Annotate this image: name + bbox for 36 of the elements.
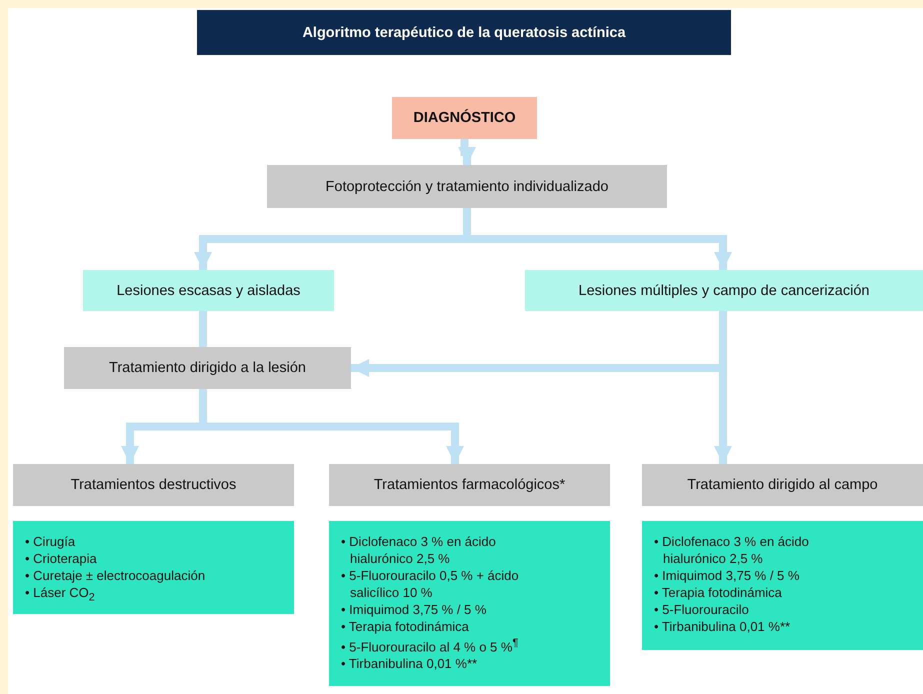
process-box	[642, 464, 923, 506]
treatment-item: • Terapia fotodinámica	[341, 618, 470, 635]
condition-box	[83, 270, 334, 311]
treatment-list-box	[329, 521, 610, 686]
treatment-item: • Terapia fotodinámica	[654, 584, 783, 601]
treatment-item: • Tirbanibulina 0,01 %**	[341, 655, 478, 672]
process-box	[64, 347, 351, 389]
arrow	[458, 139, 476, 165]
diagnosis-box	[392, 97, 537, 139]
treatment-list-box	[13, 521, 294, 614]
title-text: Algoritmo terapéutico de la queratosis actínica	[302, 24, 626, 40]
box-label: Lesiones múltiples y campo de cancerización	[578, 282, 870, 298]
treatment-item: • 5-Fluorouracilo	[654, 601, 750, 618]
box-label: Tratamientos farmacológicos*	[374, 477, 566, 493]
treatment-item: • Imiquimod 3,75 % / 5 %	[341, 601, 488, 618]
process-box	[329, 464, 610, 506]
treatment-item: • Tirbanibulina 0,01 %**	[654, 618, 792, 635]
treatment-item: • 5-Fluorouracilo 0,5 % + ácido salicílico 10 %	[341, 567, 520, 601]
treatment-item: • Diclofenaco 3 % en ácido hialurónico 2,5 %	[654, 533, 810, 567]
treatment-item: • Imiquimod 3,75 % / 5 %	[654, 567, 800, 584]
treatment-item: • 5-Fluorouracilo al 4 % o 5 %$^{¶}$	[341, 636, 520, 656]
box-label: Tratamientos destructivos	[70, 477, 236, 493]
box-label: DIAGNÓSTICO	[413, 110, 516, 126]
treatment-item: • Cirugía	[25, 533, 76, 550]
process-box	[13, 464, 294, 506]
treatment-item: • Láser CO$_{2}$	[25, 584, 96, 606]
condition-box	[525, 270, 923, 311]
box-label: Tratamiento dirigido a la lesión	[109, 360, 306, 376]
treatment-list-box	[642, 521, 923, 650]
treatment-item: • Curetaje ± electrocoagulación	[25, 567, 206, 584]
process-box	[267, 165, 667, 208]
box-label: Fotoprotección y tratamiento individualizado	[326, 178, 608, 194]
box-label: Tratamiento dirigido al campo	[687, 477, 878, 493]
treatment-item: • Diclofenaco 3 % en ácido hialurónico 2,5 %	[341, 533, 497, 567]
treatment-item: • Crioterapia	[25, 550, 98, 567]
box-label: Lesiones escasas y aisladas	[116, 282, 300, 298]
